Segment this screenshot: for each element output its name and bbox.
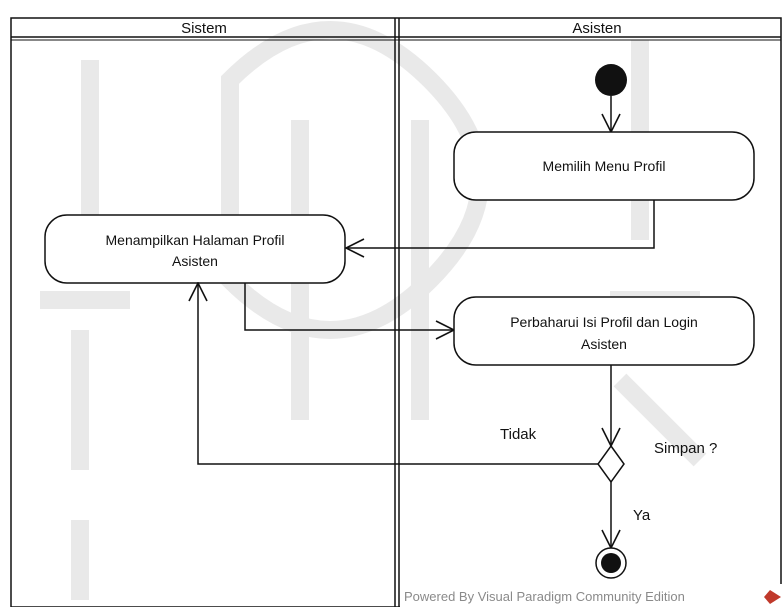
activity-memilih-menu-profil-label: Memilih Menu Profil [543,158,666,174]
guard-ya: Ya [633,507,651,524]
activity-menampilkan-label-line1: Menampilkan Halaman Profil [106,232,285,248]
lane-title-asisten: Asisten [572,20,621,37]
activity-perbaharui-isi-profil [453,296,755,366]
flow-menu-to-halaman [346,200,655,248]
activity-memilih-menu-profil [453,131,755,201]
activity-menampilkan-halaman-profil [44,214,346,284]
activity-perbaharui-label-line1: Perbaharui Isi Profil dan Login [510,314,698,330]
flow-tidak-to-halaman [198,283,598,465]
lane-title-sistem: Sistem [181,20,227,37]
guard-tidak: Tidak [500,426,537,443]
final-node-core [601,553,621,573]
activity-perbaharui-label-line2: Asisten [581,336,627,352]
activity-menampilkan-label-line2: Asisten [172,253,218,269]
footer-background [400,584,783,607]
footer-credit-text: Powered By Visual Paradigm Community Edi… [404,589,685,604]
decision-node [597,444,625,484]
flow-halaman-to-perbaharui [244,283,454,330]
decision-question: Simpan ? [654,440,717,457]
initial-node [595,64,627,96]
visual-paradigm-logo-icon [764,590,781,604]
